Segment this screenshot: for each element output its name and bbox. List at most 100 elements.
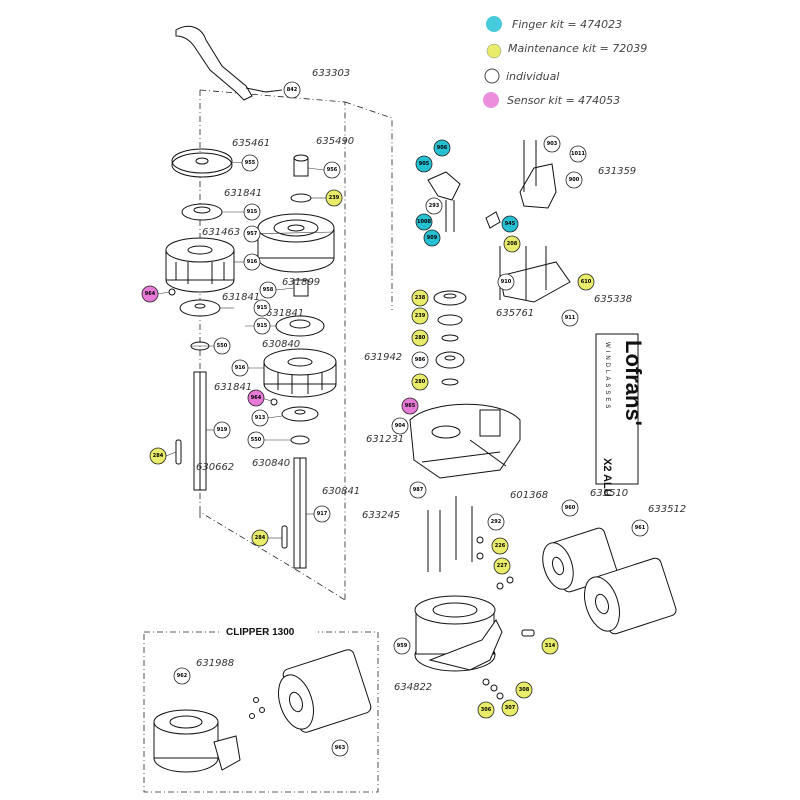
- pn-631841-d: 631841: [214, 382, 252, 393]
- pn-635490: 635490: [316, 136, 354, 147]
- bubble-circle: [501, 215, 519, 233]
- part-bubble-917: 917: [313, 505, 331, 523]
- part-bubble-957: 957: [243, 225, 261, 243]
- bubble-circle: [231, 359, 249, 377]
- pn-630840-b: 630840: [252, 458, 290, 469]
- bubble-circle: [503, 235, 521, 253]
- pn-630841: 630841: [322, 486, 360, 497]
- bubble-label: 284: [255, 535, 266, 541]
- bubble-label: 900: [569, 177, 580, 183]
- bubble-label: 917: [317, 511, 328, 517]
- bubble-label: 308: [519, 687, 530, 693]
- bubble-circle: [141, 285, 159, 303]
- bubble-circle: [331, 739, 349, 757]
- part-bubble-962: 962: [173, 667, 191, 685]
- bubble-label: 910: [501, 279, 512, 285]
- pn-635461: 635461: [232, 138, 270, 149]
- bubble-label: 964: [145, 291, 156, 297]
- bubble-circle: [501, 699, 519, 717]
- bubble-label: 987: [413, 487, 424, 493]
- part-bubble-306: 306: [477, 701, 495, 719]
- pn-631231: 631231: [366, 434, 404, 445]
- bubble-circle: [565, 171, 583, 189]
- brand-name: Lofrans': [621, 340, 646, 426]
- left-stack-parts: [165, 148, 235, 491]
- bubble-circle: [253, 299, 271, 317]
- bubble-label: 945: [505, 221, 516, 227]
- bubble-circle: [487, 513, 505, 531]
- bubble-label: 239: [329, 195, 340, 201]
- pn-631942: 631942: [364, 352, 402, 363]
- part-bubble-986: 986: [411, 351, 429, 369]
- part-bubble-842: 842: [283, 81, 301, 99]
- bubble-label: 208: [507, 241, 518, 247]
- part-bubble-919: 919: [213, 421, 231, 439]
- part-bubble-910: 910: [497, 273, 515, 291]
- part-bubble-1008: 1008: [415, 213, 433, 231]
- bubble-label: 842: [287, 87, 298, 93]
- bubble-label: 957: [247, 231, 258, 237]
- pn-630662: 630662: [196, 462, 234, 473]
- part-bubble-280a: 280: [411, 329, 429, 347]
- part-bubble-913: 913: [251, 409, 269, 427]
- bubble-circle: [415, 155, 433, 173]
- pn-631899: 631899: [282, 277, 320, 288]
- part-bubble-293: 293: [425, 197, 443, 215]
- bubble-label: 909: [427, 235, 438, 241]
- bubble-label: 955: [245, 160, 256, 166]
- bubble-circle: [313, 505, 331, 523]
- bubble-label: 226: [495, 543, 506, 549]
- bubble-circle: [251, 529, 269, 547]
- bubble-label: 915: [257, 305, 268, 311]
- part-bubble-239b: 239: [411, 307, 429, 325]
- bubble-label: 964: [251, 395, 262, 401]
- bubble-circle: [415, 213, 433, 231]
- bubble-circle: [411, 289, 429, 307]
- studs-parts: [427, 496, 484, 572]
- bubble-circle: [543, 135, 561, 153]
- pn-631841-a: 631841: [224, 188, 262, 199]
- bubble-label: 903: [547, 141, 558, 147]
- part-bubble-915c: 915: [253, 299, 271, 317]
- bubble-circle: [283, 81, 301, 99]
- part-numbers: 633303 635461 635490 631841 631463 63184…: [196, 68, 686, 693]
- bubble-circle: [401, 397, 419, 415]
- brand-box: Lofrans' WINDLASSES X2 ALU: [595, 333, 646, 497]
- legend-finger-kit: Finger kit = 474023: [512, 18, 622, 31]
- bubble-circle: [243, 253, 261, 271]
- part-bubble-945: 945: [501, 215, 519, 233]
- part-bubble-284a: 284: [149, 447, 167, 465]
- bubble-circle: [243, 203, 261, 221]
- bubble-label: 292: [491, 519, 502, 525]
- part-bubbles: 8429559562399159579169649589159155509169…: [141, 81, 649, 757]
- bubble-circle: [243, 225, 261, 243]
- bubble-label: 963: [335, 745, 346, 751]
- bubble-label: 913: [255, 415, 266, 421]
- bubble-label: 550: [217, 343, 228, 349]
- legend-swatch-finger: [486, 16, 502, 32]
- part-bubble-911: 911: [561, 309, 579, 327]
- bubble-label: 239: [415, 313, 426, 319]
- bubble-circle: [325, 189, 343, 207]
- bubble-circle: [173, 667, 191, 685]
- part-bubble-987: 987: [409, 481, 427, 499]
- part-bubble-960: 960: [561, 499, 579, 517]
- bubble-circle: [213, 421, 231, 439]
- part-bubble-903: 903: [543, 135, 561, 153]
- bubble-label: 915: [257, 323, 268, 329]
- legend: Finger kit = 474023 Maintenance kit = 72…: [483, 16, 647, 108]
- pn-631463: 631463: [202, 227, 240, 238]
- bubble-circle: [409, 481, 427, 499]
- part-bubble-964b: 964: [247, 389, 265, 407]
- bubble-label: 958: [263, 287, 274, 293]
- bubble-label: 965: [405, 403, 416, 409]
- part-bubble-958: 958: [259, 281, 277, 299]
- brand-sub: WINDLASSES: [604, 342, 610, 411]
- bubble-label: 306: [481, 707, 492, 713]
- brand-model: X2 ALU: [601, 458, 613, 497]
- bubble-label: 904: [395, 423, 406, 429]
- pn-630840-a: 630840: [262, 339, 300, 350]
- part-bubble-239a: 239: [325, 189, 343, 207]
- part-bubble-238: 238: [411, 289, 429, 307]
